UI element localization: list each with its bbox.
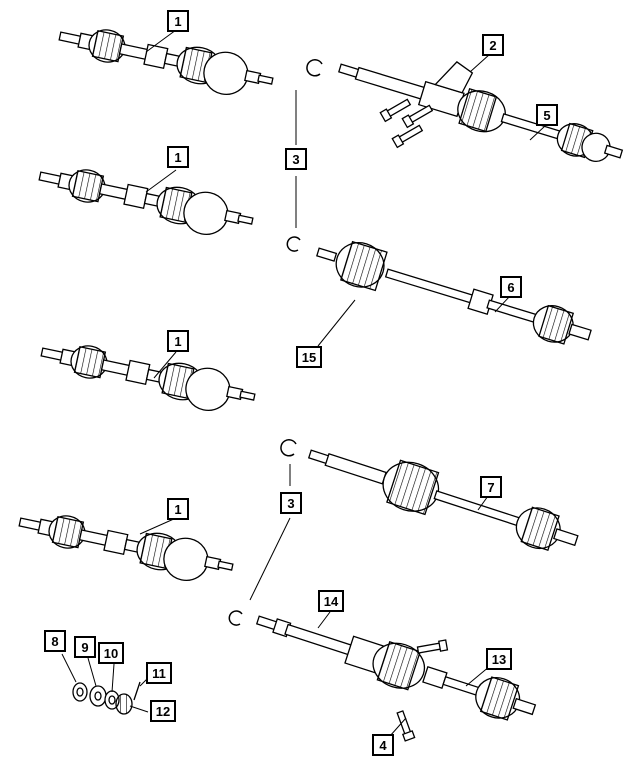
callout-1: 1: [167, 498, 189, 520]
leader-lines: [61, 29, 546, 737]
callout-1: 1: [167, 10, 189, 32]
callout-1: 1: [167, 330, 189, 352]
drive-shaft-assembly: [18, 515, 234, 581]
callout-6: 6: [500, 276, 522, 298]
drive-shaft-assembly: [58, 29, 274, 95]
bracket-bolt: [396, 710, 416, 742]
snap-ring: [228, 610, 243, 626]
callout-3: 3: [280, 492, 302, 514]
snap-ring: [286, 236, 301, 252]
bracket-bolt: [401, 104, 434, 129]
callout-3: 3: [285, 148, 307, 170]
callout-12: 12: [150, 700, 176, 722]
callout-5: 5: [536, 104, 558, 126]
callout-1: 1: [167, 146, 189, 168]
callout-7: 7: [480, 476, 502, 498]
cotter-pin: [133, 681, 141, 701]
callout-2: 2: [482, 34, 504, 56]
bracket-bolt: [416, 639, 449, 654]
small-parts: [72, 681, 141, 715]
hub-nut: [115, 693, 133, 715]
callout-10: 10: [98, 642, 124, 664]
drive-shaft-7: [307, 449, 579, 552]
callout-13: 13: [486, 648, 512, 670]
callout-4: 4: [372, 734, 394, 756]
drive-shaft-assembly: [40, 345, 256, 411]
bracket-bolt: [379, 98, 412, 123]
drive-shaft-6: [316, 240, 592, 345]
snap-ring: [280, 439, 297, 457]
callout-15: 15: [296, 346, 322, 368]
drive-shaft-assembly: [38, 169, 254, 235]
bracket-bolt: [391, 124, 424, 149]
intermediate-shaft-with-bracket: [338, 61, 624, 162]
drive-shaft-13: [255, 615, 537, 742]
callout-8: 8: [44, 630, 66, 652]
snap-ring: [306, 59, 323, 77]
callout-11: 11: [146, 662, 172, 684]
callout-9: 9: [74, 636, 96, 658]
callout-14: 14: [318, 590, 344, 612]
